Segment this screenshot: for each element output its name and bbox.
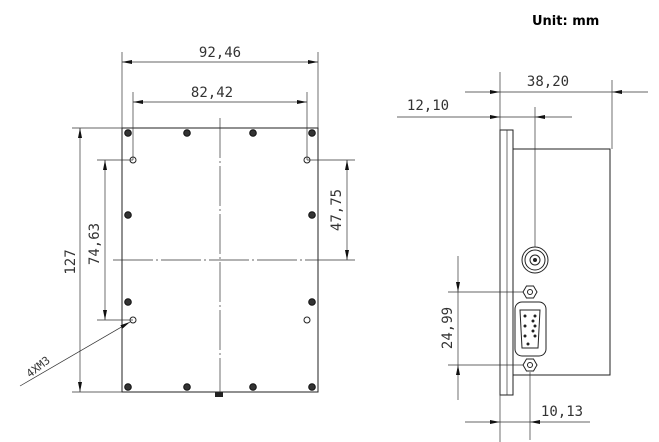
screw: [249, 129, 257, 137]
db9-connector: [514, 285, 547, 372]
dim-db9-offset: 10,13: [541, 404, 583, 420]
db9-pin: [526, 342, 530, 346]
db9-pin: [531, 329, 535, 333]
screw: [308, 211, 316, 219]
screw: [124, 211, 132, 219]
thread-callout: 4XM3: [24, 354, 53, 381]
hex-nut: [522, 285, 538, 299]
db9-pin: [533, 314, 537, 318]
bottom-tab: [215, 392, 223, 397]
screw: [183, 383, 191, 391]
dim-depth-total: 38,20: [527, 74, 569, 90]
callout-leader: [19, 321, 131, 387]
dim-height-holes: 74,63: [87, 223, 103, 265]
screw: [308, 383, 316, 391]
db9-pin: [533, 324, 537, 328]
dim-bnc-offset: 12,10: [407, 98, 449, 114]
db9-pin: [533, 334, 537, 338]
screw: [124, 383, 132, 391]
side-view: 38,20 12,10 24,99 10,13: [397, 72, 648, 442]
body-outline: [512, 148, 611, 376]
screw: [308, 298, 316, 306]
mounting-hole: [303, 316, 311, 324]
dim-width-outer: 92,46: [199, 45, 241, 61]
dim-db9-spacing: 24,99: [440, 307, 456, 349]
screw: [183, 129, 191, 137]
hex-nut: [522, 358, 538, 372]
screw: [308, 129, 316, 137]
screw: [124, 298, 132, 306]
db9-pin: [531, 319, 535, 323]
dim-width-holes: 82,42: [191, 85, 233, 101]
flange: [499, 129, 514, 396]
screw: [124, 129, 132, 137]
screw: [249, 383, 257, 391]
bnc-connector: [521, 246, 549, 274]
dim-height-total: 127: [63, 249, 79, 274]
front-view: 92,46 82,42 127 74,63 47,75 4XM3: [19, 45, 355, 397]
unit-label: Unit: mm: [532, 14, 599, 29]
db9-pin: [523, 314, 527, 318]
dim-hole-center: 47,75: [329, 189, 345, 231]
db9-pin: [523, 324, 527, 328]
db9-pin: [523, 334, 527, 338]
screws: [124, 129, 316, 391]
